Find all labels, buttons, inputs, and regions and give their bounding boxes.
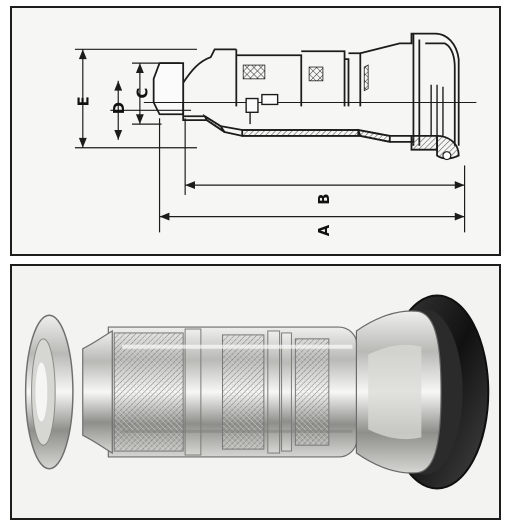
product-photo-panel bbox=[10, 264, 501, 520]
knurled-sleeve-1 bbox=[113, 332, 184, 452]
dimension-lines bbox=[74, 48, 466, 233]
dimension-label-b: B bbox=[316, 194, 333, 205]
dimension-arrows bbox=[78, 49, 465, 221]
dimension-label-c: C bbox=[135, 88, 152, 99]
dimension-label-d: D bbox=[111, 102, 128, 114]
control-lever bbox=[245, 93, 279, 125]
nozzle-section bbox=[182, 102, 460, 161]
technical-drawing-panel: E D C B A bbox=[10, 6, 501, 256]
knurled-sleeve-2 bbox=[222, 334, 265, 450]
nozzle-neck bbox=[82, 329, 113, 455]
dimension-label-e: E bbox=[76, 96, 93, 106]
nozzle-upper-outline bbox=[159, 32, 460, 146]
nozzle-tip bbox=[152, 62, 185, 116]
knurled-sleeve-3 bbox=[294, 338, 330, 446]
technical-drawing-icon: E D C B A bbox=[74, 32, 477, 236]
coupling-detail bbox=[430, 84, 444, 136]
dimension-label-a: A bbox=[316, 224, 333, 236]
nozzle-photo-icon bbox=[13, 266, 498, 518]
knurl-patches bbox=[242, 64, 369, 92]
